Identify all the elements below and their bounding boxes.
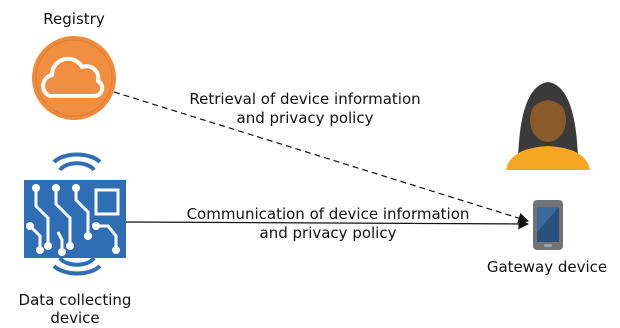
data-device-label-line1: Data collecting bbox=[18, 291, 132, 309]
retrieval-edge bbox=[113, 91, 530, 224]
circuit-board-icon bbox=[24, 152, 126, 276]
cloud-icon bbox=[32, 36, 116, 120]
smartphone-icon bbox=[533, 200, 563, 250]
gateway-label: Gateway device bbox=[486, 258, 608, 276]
communication-edge bbox=[125, 218, 530, 230]
communication-label-line2: and privacy policy bbox=[259, 224, 397, 242]
person-icon bbox=[506, 82, 590, 170]
data-device-label-line2: device bbox=[50, 309, 100, 327]
retrieval-label-line1: Retrieval of device information bbox=[189, 90, 421, 108]
registry-label: Registry bbox=[43, 10, 105, 28]
communication-label-line1: Communication of device information bbox=[186, 205, 470, 223]
retrieval-label-line2: and privacy policy bbox=[236, 109, 374, 127]
